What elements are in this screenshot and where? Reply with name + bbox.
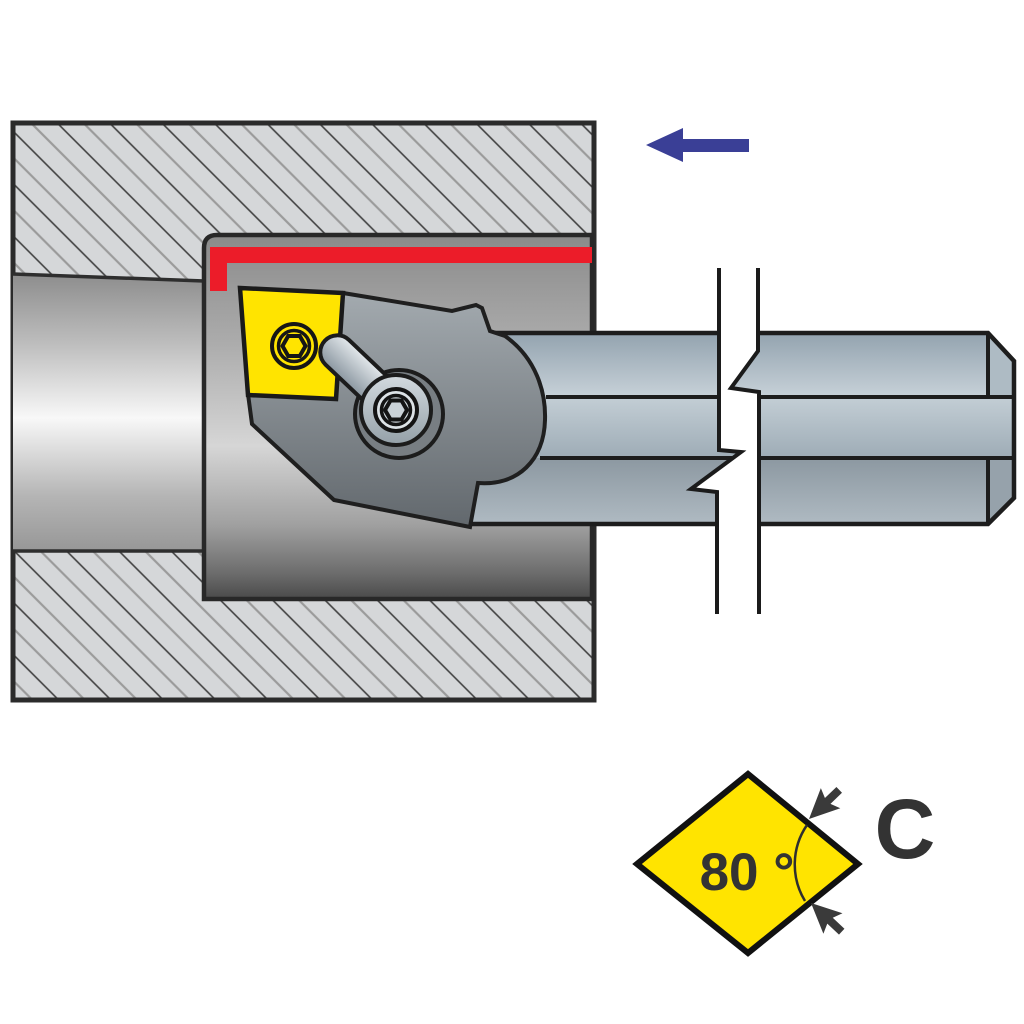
shank-outline xyxy=(470,330,1017,527)
insert-shape-detail: 80 ° C xyxy=(632,770,936,957)
angle-label: 80 ° xyxy=(700,843,795,902)
hex-socket xyxy=(382,398,410,422)
angle-arrow-icon xyxy=(809,786,842,819)
break-gap xyxy=(691,268,759,614)
break-line-right xyxy=(727,268,761,614)
hex-socket xyxy=(280,334,308,358)
shank-end-chamfer-bottom xyxy=(988,458,1014,524)
angle-arrows xyxy=(809,786,845,935)
shank-facet-lines xyxy=(540,333,1014,524)
break-symbol xyxy=(685,268,761,614)
clamp-assembly xyxy=(237,285,548,530)
bore-top-line xyxy=(12,272,205,283)
insert-screw xyxy=(270,322,318,370)
angle-arc xyxy=(793,824,809,902)
feed-direction-arrow-icon xyxy=(646,128,749,162)
insert-shape-diamond xyxy=(632,770,863,957)
bore-inner-surface xyxy=(13,274,204,551)
clamp-screw xyxy=(373,387,419,433)
angle-arrow-icon xyxy=(811,903,845,935)
machined-surface-highlight xyxy=(210,247,592,291)
shank-end-chamfer-top xyxy=(988,333,1014,397)
break-line-left xyxy=(685,268,747,614)
insert-code-label: C xyxy=(875,782,936,876)
